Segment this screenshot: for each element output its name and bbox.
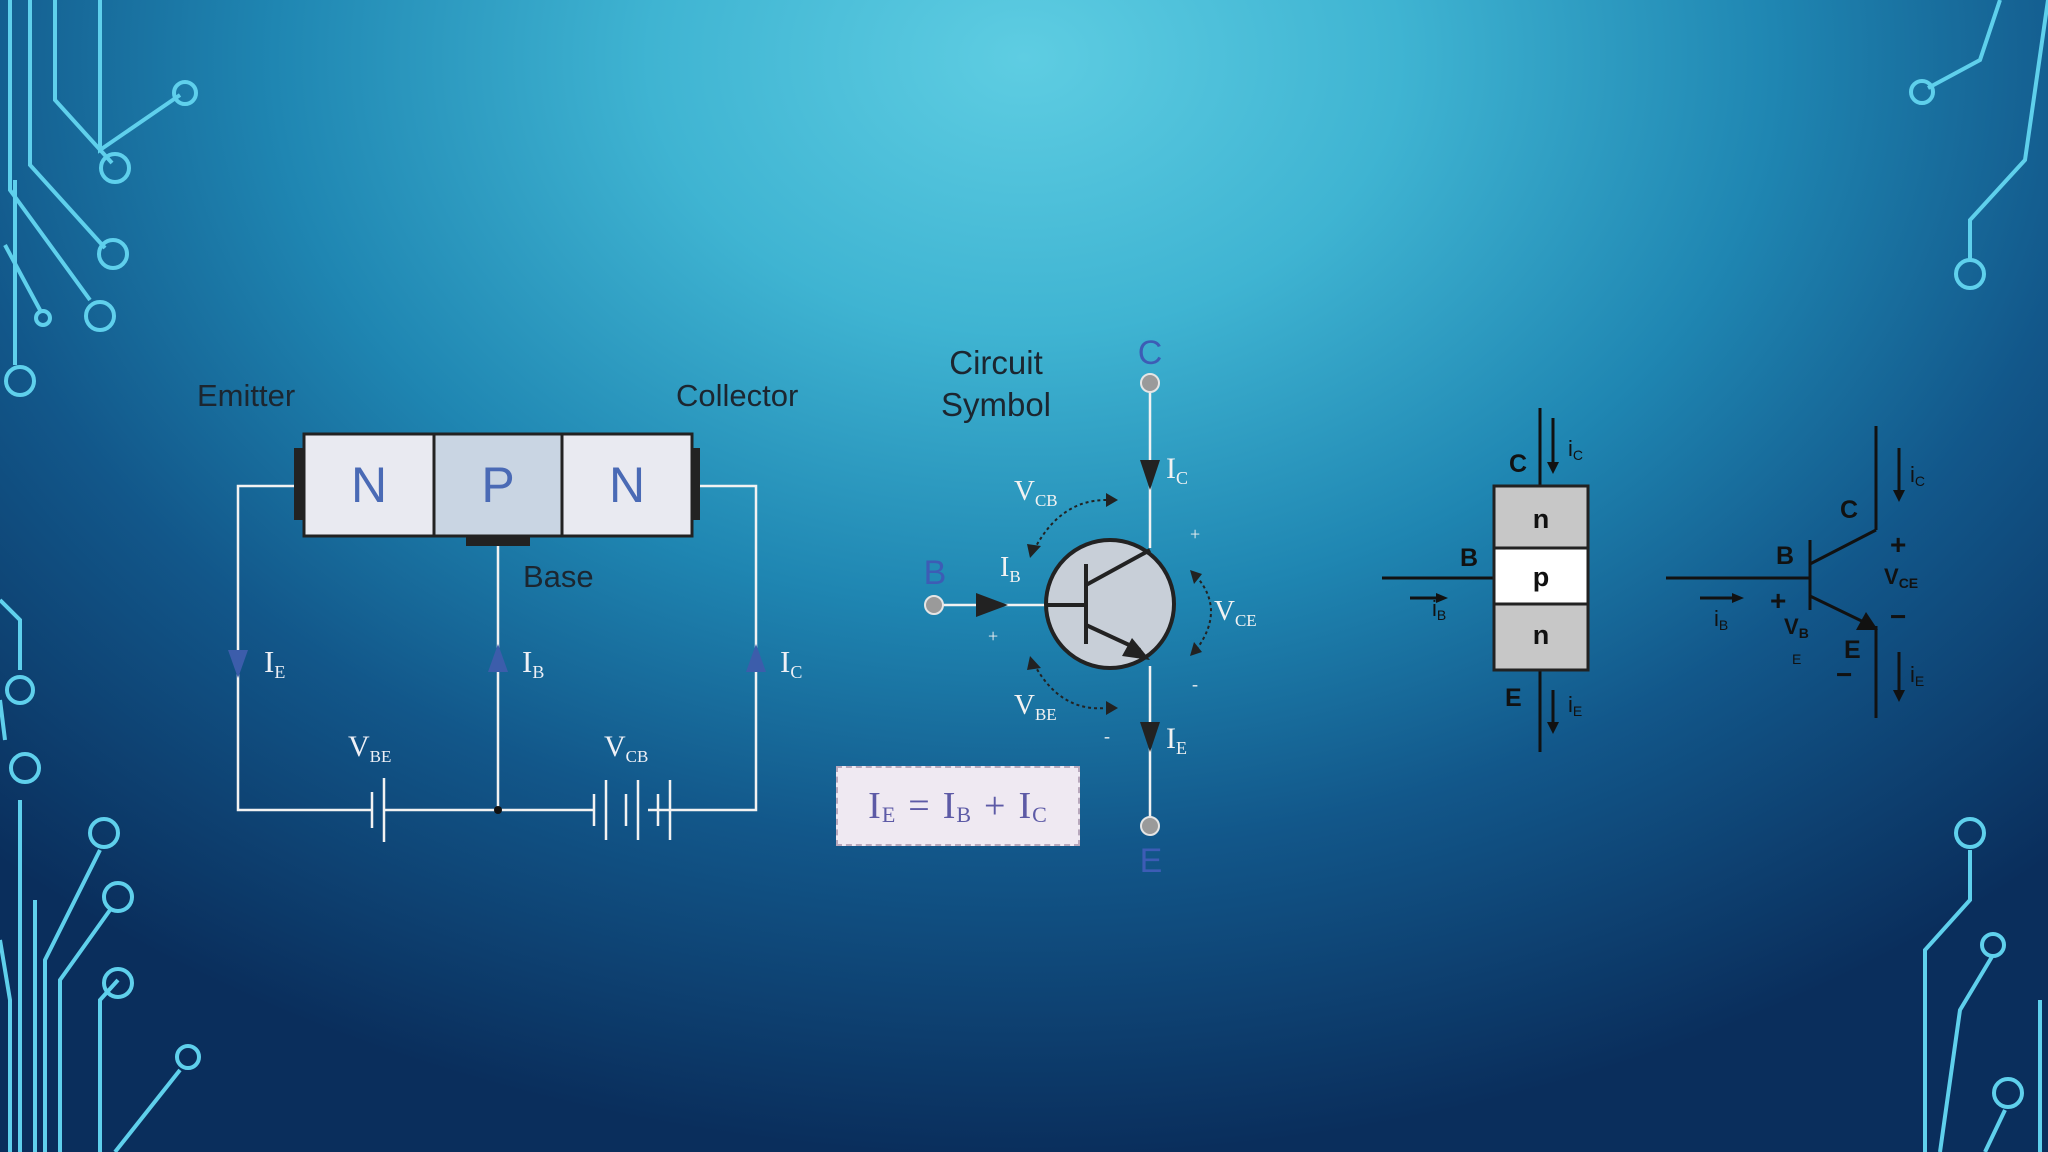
ib-arrow	[976, 593, 1008, 617]
stack-b-label: B	[1460, 544, 1478, 572]
symbol2-c-label: C	[1840, 496, 1858, 524]
base-label: Base	[523, 559, 594, 594]
vcb-curve	[1033, 499, 1107, 551]
symbol-ie-label: IE	[1166, 722, 1187, 758]
vcb-battery	[592, 780, 672, 840]
collector-terminal-label: C	[1138, 334, 1163, 372]
eq-ie: IE	[868, 785, 897, 827]
symbol-vbe-label: VBE	[1014, 689, 1057, 724]
collector-label: Collector	[676, 378, 798, 413]
symbol2-ic-label: iC	[1910, 462, 1925, 489]
circuit-symbol: Circuit Symbol C B E IC IB IE VCB V	[924, 334, 1257, 880]
npn-block-diagram: Emitter Collector N P N Base IE IB I	[197, 378, 802, 842]
symbol2-emitter-arrow	[1856, 612, 1878, 630]
symbol2-ie-label: iE	[1910, 662, 1924, 689]
vbe-label: VBE	[348, 730, 391, 766]
region-label-n-collector: N	[609, 457, 645, 513]
ic-arrow	[1140, 460, 1160, 490]
vcb-label: VCB	[604, 730, 648, 766]
region-n-emitter	[302, 432, 436, 538]
npn-layer-stack: n p n C B E iC iB iE	[1382, 408, 1590, 752]
stack-e-label: E	[1505, 684, 1522, 712]
symbol2-ib-label: iB	[1714, 606, 1728, 633]
minus-emitter: -	[1192, 674, 1198, 694]
vce-curve	[1195, 575, 1212, 651]
layer-label-n-bottom: n	[1533, 620, 1550, 650]
eq-equals: =	[908, 785, 931, 827]
layer-n-bottom	[1492, 602, 1590, 672]
symbol2-vbe-sub-e: E	[1792, 651, 1801, 667]
plus-base: +	[988, 626, 998, 646]
vbe-battery	[370, 778, 386, 842]
current-equation: IE = IB + IC	[836, 766, 1080, 846]
symbol2-e-label: E	[1844, 636, 1861, 664]
symbol2-vbe-label: VB	[1784, 614, 1809, 641]
decor-circuit-right	[1909, 0, 2048, 1152]
ie-arrow	[1140, 722, 1160, 752]
eq-ib: IB	[942, 785, 973, 827]
ic-arrow-up	[746, 644, 766, 672]
symbol2-minus-be: −	[1836, 659, 1852, 690]
circuit-symbol-title-1: Circuit	[949, 344, 1043, 381]
layer-label-n-top: n	[1533, 504, 1550, 534]
emitter-arrow	[1122, 638, 1150, 660]
stack-ib-label: iB	[1432, 596, 1446, 623]
layer-p-middle	[1492, 546, 1590, 606]
minus-emitter-base: -	[1104, 726, 1110, 746]
symbol2-b-label: B	[1776, 542, 1794, 570]
stack-c-label: C	[1509, 450, 1527, 478]
eq-plus: +	[984, 785, 1007, 827]
vbe-curve	[1033, 663, 1107, 710]
stack-ic-label: iC	[1568, 436, 1583, 463]
collector-terminal	[1140, 373, 1160, 393]
ib-arrow-up	[488, 644, 508, 672]
symbol2-plus-ce: +	[1890, 529, 1906, 560]
symbol-vcb-label: VCB	[1014, 475, 1058, 510]
symbol2-vce-label: VCE	[1884, 564, 1918, 591]
eq-ic: IC	[1018, 785, 1048, 827]
ie-arrow-down	[228, 650, 248, 678]
emitter-terminal-label: E	[1140, 842, 1163, 880]
region-label-n-emitter: N	[351, 457, 387, 513]
region-n-collector	[560, 432, 694, 538]
symbol2-plus-be: +	[1770, 585, 1786, 616]
ic-label: IC	[780, 644, 802, 682]
decor-circuit-left	[0, 0, 201, 1152]
emitter-terminal	[1140, 816, 1160, 836]
layer-label-p-middle: p	[1533, 562, 1550, 592]
npn-symbol-2: C B E iC iB iE VCE VB E + − + −	[1666, 426, 1925, 718]
base-terminal	[924, 595, 944, 615]
symbol-vce-label: VCE	[1214, 595, 1257, 630]
plus-collector: +	[1190, 524, 1200, 544]
symbol2-minus-ce: −	[1890, 601, 1906, 632]
ie-label: IE	[264, 644, 285, 682]
ib-label: IB	[522, 644, 544, 682]
base-terminal-label: B	[924, 554, 947, 592]
symbol-ic-label: IC	[1166, 452, 1188, 488]
circuit-symbol-title-2: Symbol	[941, 386, 1051, 423]
stack-ie-label: iE	[1568, 692, 1582, 719]
region-label-p-base: P	[481, 457, 514, 513]
symbol-ib-label: IB	[1000, 552, 1021, 586]
emitter-label: Emitter	[197, 378, 295, 413]
